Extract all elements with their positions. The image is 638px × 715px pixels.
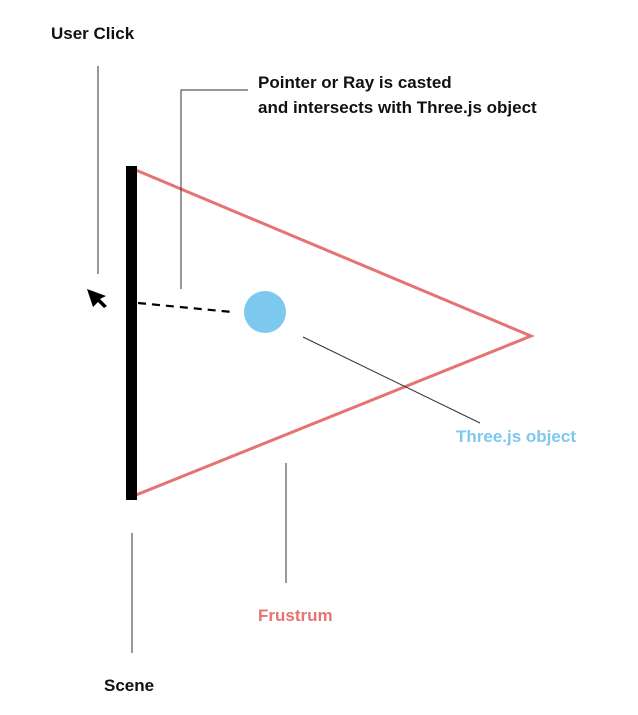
scene-label: Scene: [104, 676, 155, 695]
pointer-leader-line: [180, 89, 248, 289]
frustrum-label: Frustrum: [258, 606, 333, 625]
arrow-cursor-icon: [87, 289, 107, 308]
pointer-label-line2: and intersects with Three.js object: [258, 98, 537, 117]
scene-bar: [126, 166, 137, 500]
threejs-object-circle: [244, 291, 286, 333]
ray-dashed-line: [137, 301, 233, 314]
pointer-label-line1: Pointer or Ray is casted: [258, 73, 452, 92]
threejs-object-leader-line: [302, 336, 481, 424]
user-click-label: User Click: [51, 24, 135, 43]
threejs-object-label: Three.js object: [456, 427, 576, 446]
